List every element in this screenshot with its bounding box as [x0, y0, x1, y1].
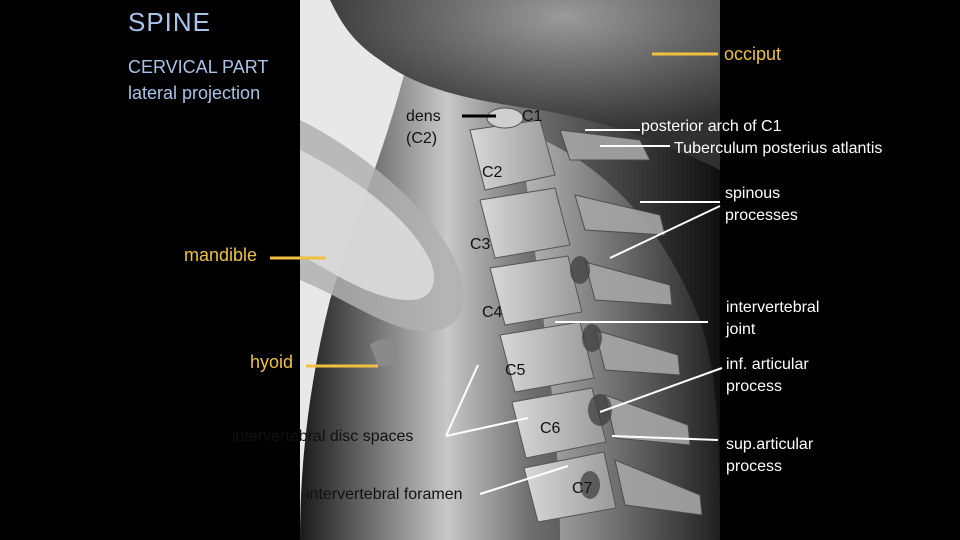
slide-subtitle-projection: lateral projection — [128, 83, 261, 103]
disc-spaces-leader-line-2 — [445, 364, 479, 437]
label-disc-spaces: intervertebral disc spaces — [232, 428, 414, 445]
label-mandible: mandible — [184, 245, 258, 265]
label-posterior-arch: posterior arch of C1 — [641, 118, 782, 135]
slide-subtitle-cervical-part: CERVICAL PART — [128, 57, 269, 77]
inf-articular-leader-line — [599, 367, 723, 413]
label-c4: C4 — [482, 304, 503, 321]
label-c6: C6 — [540, 420, 561, 437]
label-sup-articular-process: sup.articular process — [726, 436, 814, 475]
slide-title: SPINE — [128, 7, 212, 37]
label-hyoid: hyoid — [250, 352, 294, 372]
label-tuberculum: Tuberculum posterius atlantis — [674, 140, 883, 157]
label-intervertebral-joint: intervertebral joint — [726, 299, 820, 338]
label-c7: C7 — [572, 480, 593, 497]
label-dens: dens (C2) — [406, 108, 441, 147]
spinous-leader-line-2 — [609, 205, 721, 259]
label-c5: C5 — [505, 362, 526, 379]
sup-articular-leader-line — [611, 435, 719, 441]
label-c3: C3 — [470, 236, 491, 253]
foramen-leader-line — [479, 465, 569, 495]
label-spinous-processes: spinous processes — [725, 185, 798, 224]
label-occiput: occiput — [724, 44, 782, 64]
disc-spaces-leader-line-1 — [445, 417, 529, 437]
label-inf-articular-process: inf. articular process — [726, 356, 809, 395]
label-c2: C2 — [482, 164, 503, 181]
label-c1: C1 — [522, 108, 543, 125]
label-intervertebral-foramen: intervertebral foramen — [306, 486, 463, 503]
